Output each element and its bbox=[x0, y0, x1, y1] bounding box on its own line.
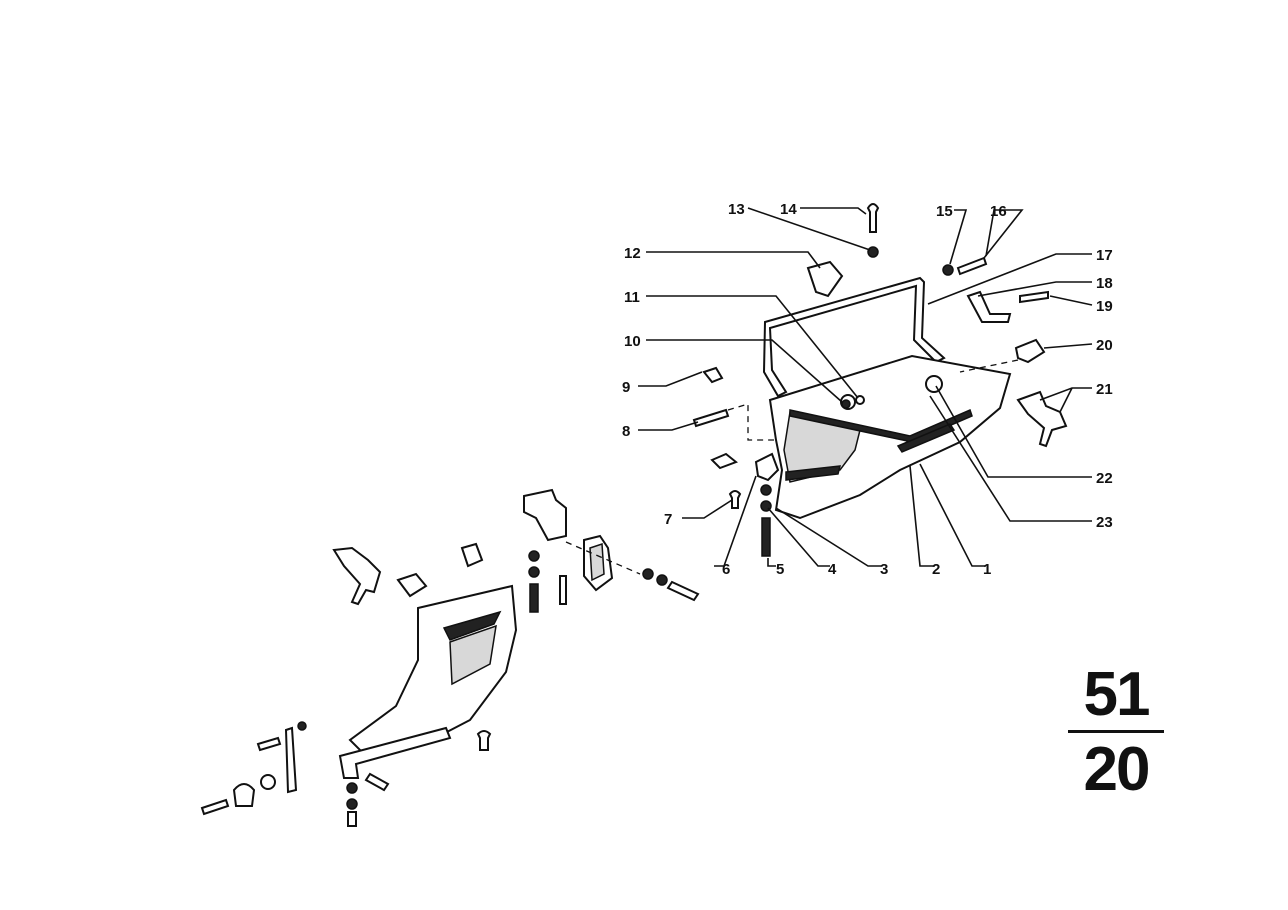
lower-screw-e bbox=[347, 811, 357, 827]
washer-3 bbox=[760, 484, 772, 496]
callout-18: 18 bbox=[1096, 275, 1113, 292]
section-subgroup: 20 bbox=[1083, 735, 1151, 804]
knob bbox=[232, 783, 256, 807]
support-frame bbox=[762, 276, 946, 398]
callout-10: 10 bbox=[624, 333, 641, 350]
callout-labels: 1 2 3 4 5 6 7 8 9 10 11 12 13 14 15 16 1… bbox=[622, 201, 1113, 578]
buffer-10 bbox=[841, 399, 851, 409]
grommet bbox=[260, 774, 276, 790]
callout-leaders bbox=[638, 207, 1093, 567]
callout-4: 4 bbox=[828, 561, 837, 578]
tray-bottom-strip bbox=[785, 465, 841, 481]
lower-washer-b bbox=[528, 566, 540, 578]
lower-lid-handle bbox=[442, 610, 502, 641]
lower-screw-c bbox=[666, 580, 700, 602]
callout-7: 7 bbox=[664, 511, 672, 528]
tray-lock-cylinder bbox=[925, 375, 943, 393]
callout-14: 14 bbox=[780, 201, 797, 218]
lower-assembly bbox=[200, 488, 700, 827]
lower-lid-panel bbox=[449, 624, 497, 686]
callout-22: 22 bbox=[1096, 470, 1113, 487]
nut-13 bbox=[867, 246, 879, 258]
pin-8-guide bbox=[727, 403, 774, 441]
callout-1: 1 bbox=[983, 561, 991, 578]
clip-12 bbox=[806, 260, 844, 298]
hinge-block bbox=[754, 452, 780, 482]
callout-13: 13 bbox=[728, 201, 745, 218]
lower-lock-key bbox=[332, 546, 382, 606]
callout-11: 11 bbox=[624, 289, 640, 306]
screw-16 bbox=[956, 256, 988, 276]
side-bracket-inner bbox=[589, 542, 605, 582]
lower-buffer bbox=[460, 542, 484, 568]
lower-washer-e bbox=[346, 782, 358, 794]
lower-washer-c bbox=[642, 568, 654, 580]
lower-screw-d bbox=[476, 730, 492, 751]
lock-with-key-21 bbox=[1016, 390, 1068, 448]
lower-screw-b bbox=[559, 575, 567, 605]
callout-17: 17 bbox=[1096, 247, 1113, 264]
lower-lid bbox=[348, 584, 518, 754]
upright-support bbox=[523, 488, 567, 542]
callout-3: 3 bbox=[880, 561, 888, 578]
callout-23: 23 bbox=[1096, 514, 1113, 531]
lower-washer-a bbox=[528, 550, 540, 562]
spring-19 bbox=[1019, 290, 1049, 304]
spring-nut bbox=[710, 452, 738, 470]
lower-washer-d bbox=[656, 574, 668, 586]
glove-box-assembly bbox=[754, 276, 1012, 520]
callout-20: 20 bbox=[1096, 337, 1113, 354]
callout-8: 8 bbox=[622, 423, 630, 440]
callout-6: 6 bbox=[722, 561, 730, 578]
section-divider bbox=[1068, 730, 1164, 733]
lock-cylinder-20 bbox=[1014, 338, 1046, 364]
lower-screw-a bbox=[529, 583, 539, 613]
rod-link bbox=[284, 726, 298, 794]
screw-14 bbox=[866, 203, 880, 233]
section-group: 51 bbox=[1083, 660, 1151, 729]
screw-7 bbox=[728, 490, 742, 509]
callout-15: 15 bbox=[936, 203, 953, 220]
lower-bracket bbox=[338, 726, 452, 779]
tray-handle-recess bbox=[896, 423, 956, 453]
callout-9: 9 bbox=[622, 379, 630, 396]
side-bracket-guide bbox=[565, 541, 641, 575]
screw-5 bbox=[761, 517, 771, 557]
bracket-18 bbox=[966, 290, 1012, 323]
lower-screw-f bbox=[364, 772, 390, 792]
screw-left-a bbox=[256, 736, 282, 752]
lower-lock-cylinder bbox=[396, 572, 428, 598]
callout-12: 12 bbox=[624, 245, 641, 262]
lower-washer-f bbox=[346, 798, 358, 810]
callout-16: 16 bbox=[990, 203, 1007, 220]
callout-21: 21 bbox=[1096, 381, 1113, 398]
washer-left bbox=[297, 721, 307, 731]
pin-8 bbox=[692, 408, 730, 428]
small-parts bbox=[692, 203, 1068, 557]
clip-9 bbox=[702, 366, 724, 384]
section-code: 51 20 bbox=[1068, 664, 1164, 801]
callout-5: 5 bbox=[776, 561, 784, 578]
callout-2: 2 bbox=[932, 561, 940, 578]
callout-19: 19 bbox=[1096, 298, 1113, 315]
washer-15 bbox=[942, 264, 954, 276]
screw-left-b bbox=[200, 798, 230, 816]
